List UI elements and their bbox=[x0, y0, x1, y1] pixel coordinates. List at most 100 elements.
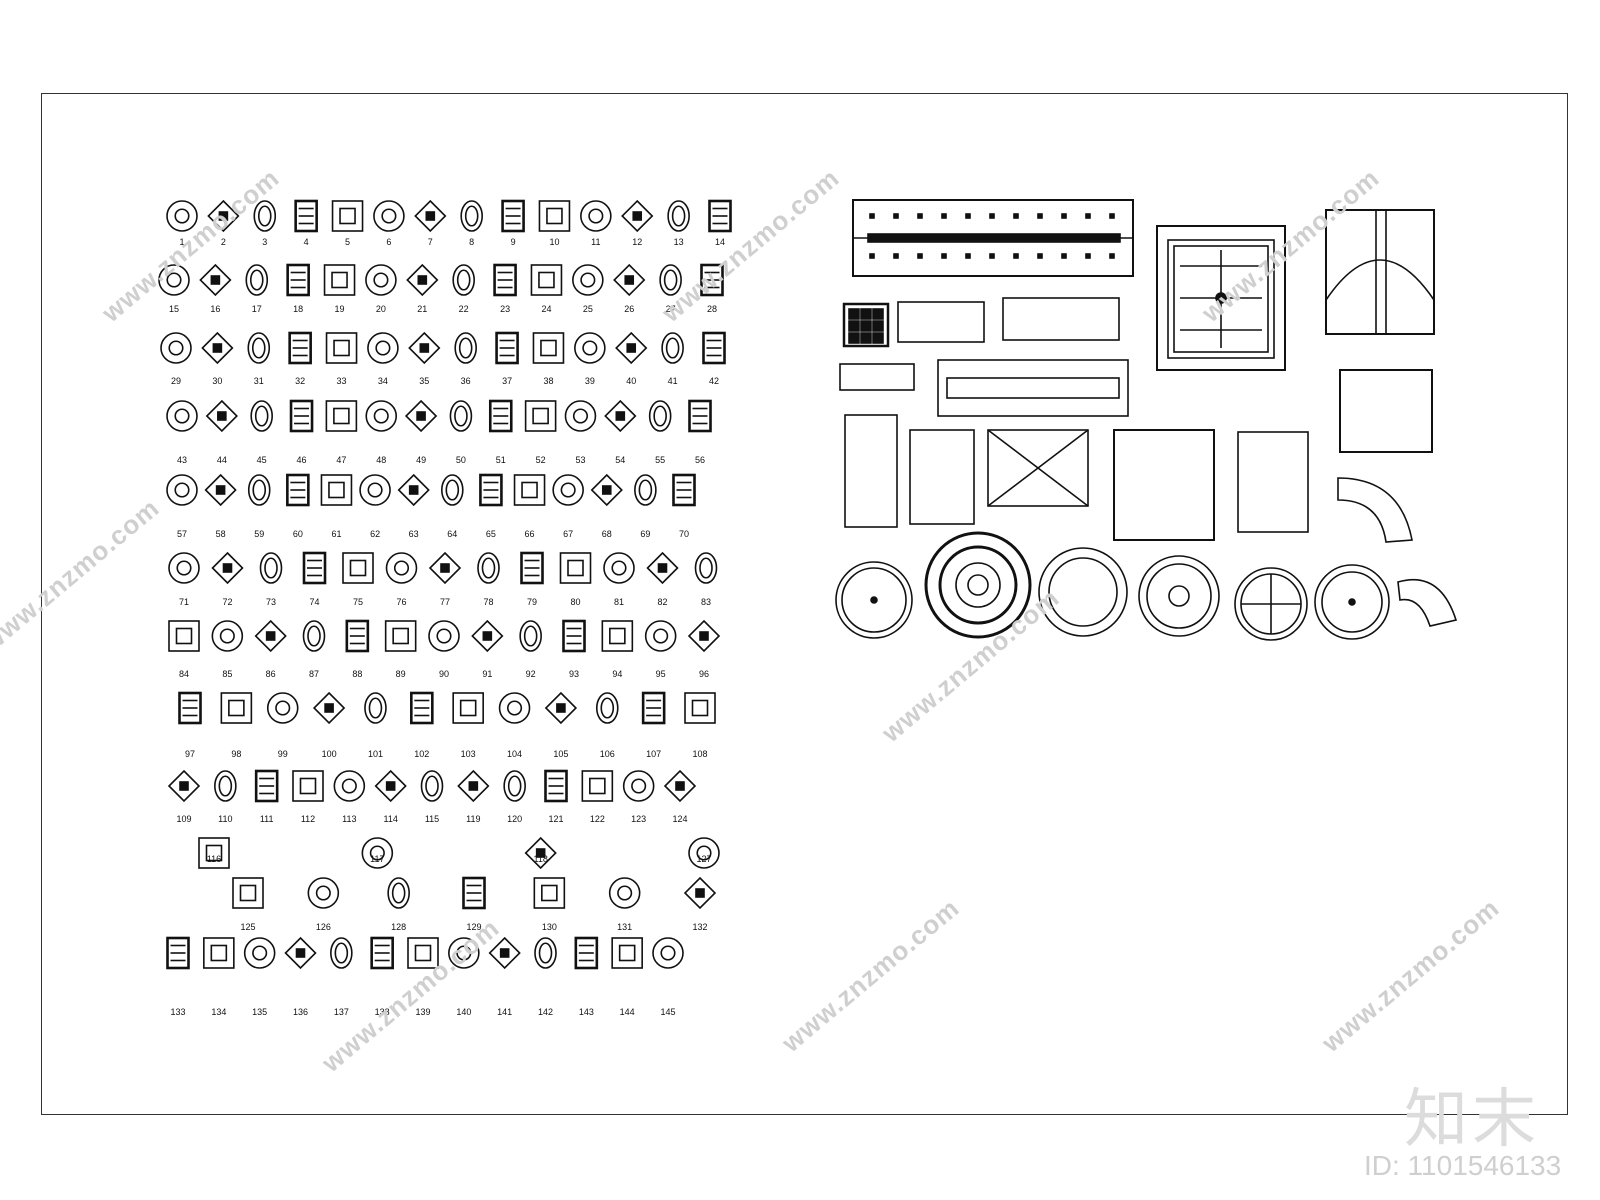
pattern-number-label: 123 bbox=[631, 814, 646, 824]
pattern-137 bbox=[330, 937, 353, 969]
pattern-65 bbox=[479, 473, 503, 507]
pattern-123 bbox=[622, 770, 655, 802]
pattern-number-label: 134 bbox=[211, 1007, 226, 1017]
strip-dot bbox=[1037, 213, 1043, 219]
pattern-number-label: 78 bbox=[483, 597, 493, 607]
pattern-number-label: 140 bbox=[456, 1007, 471, 1017]
pattern-number-label: 26 bbox=[624, 304, 634, 314]
pattern-39 bbox=[574, 332, 606, 364]
pattern-number-label: 131 bbox=[617, 922, 632, 932]
pattern-27 bbox=[659, 264, 682, 296]
pattern-number-label: 91 bbox=[482, 669, 492, 679]
pattern-17 bbox=[245, 264, 269, 296]
pattern-number-label: 95 bbox=[656, 669, 666, 679]
pattern-number-label: 62 bbox=[370, 529, 380, 539]
pattern-12 bbox=[621, 199, 654, 233]
pattern-44 bbox=[205, 399, 238, 433]
pattern-70 bbox=[672, 473, 696, 507]
pattern-37 bbox=[495, 331, 519, 365]
pattern-number-label: 88 bbox=[352, 669, 362, 679]
pattern-number-label: 48 bbox=[376, 455, 386, 465]
pattern-number-label: 124 bbox=[672, 814, 687, 824]
pattern-145 bbox=[652, 937, 684, 969]
pattern-95 bbox=[644, 620, 677, 652]
pattern-number-label: 39 bbox=[585, 376, 595, 386]
pattern-139 bbox=[407, 937, 439, 969]
strip-dot bbox=[1037, 253, 1043, 259]
pattern-51 bbox=[488, 399, 513, 433]
pattern-67 bbox=[552, 474, 584, 506]
pattern-38 bbox=[532, 332, 565, 364]
pattern-45 bbox=[250, 400, 273, 432]
pattern-77 bbox=[428, 551, 462, 585]
pattern-54 bbox=[604, 399, 637, 433]
pattern-97 bbox=[178, 691, 202, 725]
pattern-number-label: 49 bbox=[416, 455, 426, 465]
pattern-number-label: 45 bbox=[257, 455, 267, 465]
pattern-number-label: 63 bbox=[409, 529, 419, 539]
pattern-number-label: 129 bbox=[466, 922, 481, 932]
strip-dot bbox=[893, 253, 899, 259]
pattern-88 bbox=[345, 619, 370, 653]
pattern-19 bbox=[323, 264, 356, 296]
pattern-48 bbox=[365, 400, 398, 432]
pattern-number-label: 19 bbox=[335, 304, 345, 314]
pattern-50 bbox=[449, 400, 473, 432]
pattern-number-label: 17 bbox=[252, 304, 262, 314]
pattern-number-label: 61 bbox=[331, 529, 341, 539]
pattern-number-label: 138 bbox=[375, 1007, 390, 1017]
pattern-number-label: 40 bbox=[626, 376, 636, 386]
pattern-number-label: 8 bbox=[469, 237, 474, 247]
pattern-53 bbox=[564, 400, 597, 432]
pattern-55 bbox=[648, 400, 672, 432]
pattern-6 bbox=[373, 200, 405, 232]
pattern-105 bbox=[544, 691, 578, 725]
pattern-73 bbox=[259, 552, 283, 584]
pattern-number-label: 25 bbox=[583, 304, 593, 314]
pattern-number-label: 70 bbox=[679, 529, 689, 539]
pattern-number-label: 119 bbox=[466, 814, 480, 824]
pattern-130 bbox=[533, 877, 566, 909]
pattern-number-label: 52 bbox=[536, 455, 546, 465]
pattern-40 bbox=[615, 331, 648, 365]
pattern-number-label: 107 bbox=[646, 749, 661, 759]
drawing-sheet-frame bbox=[41, 93, 1568, 1115]
pattern-number-label: 79 bbox=[527, 597, 537, 607]
pattern-122 bbox=[581, 770, 614, 802]
pattern-18 bbox=[286, 263, 310, 297]
pattern-number-label: 139 bbox=[415, 1007, 430, 1017]
pattern-number-label: 126 bbox=[316, 922, 331, 932]
pattern-82 bbox=[646, 551, 679, 585]
pattern-31 bbox=[247, 332, 271, 364]
pattern-135 bbox=[243, 937, 276, 969]
pattern-number-label: 115 bbox=[425, 814, 439, 824]
strip-dot bbox=[917, 213, 923, 219]
pattern-number-label: 108 bbox=[692, 749, 707, 759]
pattern-116 bbox=[198, 837, 230, 869]
pattern-number-label: 32 bbox=[295, 376, 305, 386]
pattern-85 bbox=[211, 620, 244, 652]
pattern-number-label: 67 bbox=[563, 529, 573, 539]
pattern-number-label: 92 bbox=[526, 669, 536, 679]
pattern-number-label: 46 bbox=[297, 455, 307, 465]
pattern-number-label: 75 bbox=[353, 597, 363, 607]
pattern-number-label: 112 bbox=[301, 814, 315, 824]
pattern-57 bbox=[166, 474, 198, 506]
pattern-number-label: 122 bbox=[590, 814, 605, 824]
pattern-number-label: 15 bbox=[169, 304, 179, 314]
pattern-number-label: 33 bbox=[337, 376, 347, 386]
strip-dot bbox=[869, 213, 875, 219]
pattern-74 bbox=[302, 551, 327, 585]
pattern-number-label: 44 bbox=[217, 455, 227, 465]
pattern-33 bbox=[325, 332, 358, 364]
pattern-number-label: 66 bbox=[525, 529, 535, 539]
strip-dot bbox=[893, 213, 899, 219]
pattern-131 bbox=[608, 877, 641, 909]
pattern-129 bbox=[462, 876, 486, 910]
pattern-number-label: 111 bbox=[260, 814, 274, 824]
pattern-4 bbox=[294, 199, 318, 233]
pattern-108 bbox=[684, 692, 716, 724]
pattern-number-label: 141 bbox=[497, 1007, 512, 1017]
pattern-52 bbox=[524, 400, 557, 432]
pattern-number-label: 65 bbox=[486, 529, 496, 539]
